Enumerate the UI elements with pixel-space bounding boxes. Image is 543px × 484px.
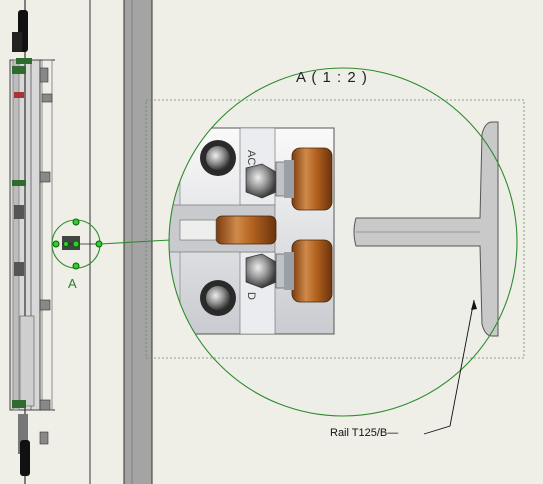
rail-callout-label: Rail T125/B— [330, 427, 399, 439]
detail-view-title: A ( 1 : 2 ) [296, 69, 368, 86]
detail-marker-a [51, 218, 171, 270]
svg-text:AC: AC [245, 150, 257, 165]
t-rail-profile [353, 121, 499, 337]
left-mast-assembly [9, 0, 55, 484]
svg-text:D: D [245, 292, 257, 300]
rail-callout-leader [423, 299, 475, 435]
detail-view-a: AC D [145, 67, 525, 417]
detail-marker-label: A [68, 276, 77, 291]
